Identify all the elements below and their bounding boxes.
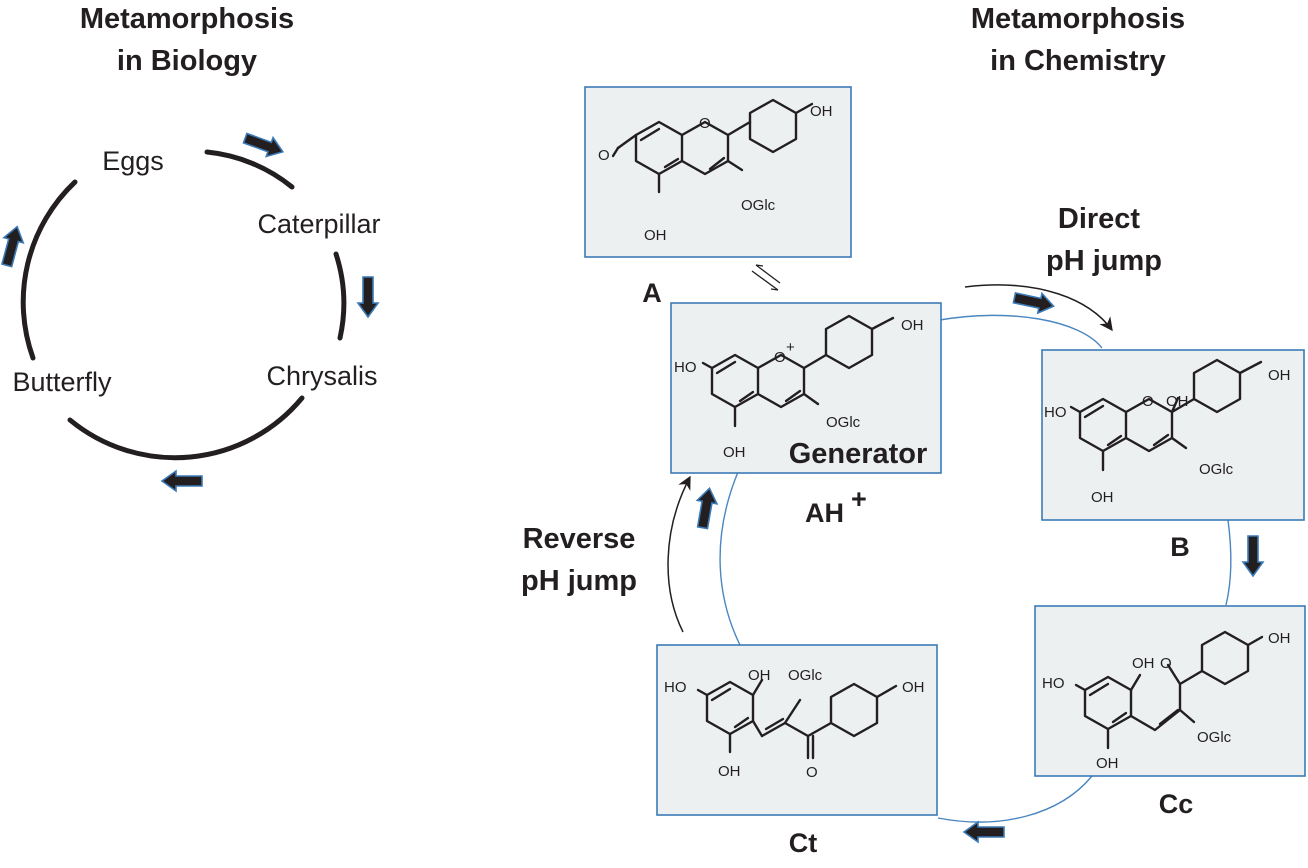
label-ah: AH xyxy=(805,498,844,528)
reverse-ph-jump-line1: Reverse xyxy=(523,523,636,555)
cc-atom-oh-mid: OH xyxy=(1132,655,1155,672)
a-atom-o: O xyxy=(598,147,610,164)
label-b: B xyxy=(1170,532,1190,562)
b-atom-ring-o: O xyxy=(1142,393,1154,410)
bio-arrow-4 xyxy=(0,223,28,269)
label-ah-superscript: + xyxy=(851,484,867,514)
chem-arrow-cc-to-ct xyxy=(963,821,1005,843)
a-atom-oh-bottom: OH xyxy=(644,227,667,244)
cc-atom-oh-bottom: OH xyxy=(1096,755,1119,772)
ct-atom-oh-bottom: OH xyxy=(718,763,741,780)
structure-ct xyxy=(696,678,898,760)
chemistry-title-line2: in Chemistry xyxy=(990,45,1166,77)
ct-atom-oh-right: OH xyxy=(902,679,925,696)
cycle-left xyxy=(719,471,741,646)
ah-atom-o-plus: O xyxy=(774,349,786,366)
stage-chrysalis: Chrysalis xyxy=(266,361,377,391)
b-atom-oglc: OGlc xyxy=(1199,461,1234,478)
reverse-ph-jump-arrow xyxy=(667,475,691,633)
ct-atom-ho: HO xyxy=(664,679,687,696)
arc-butterfly-to-eggs xyxy=(20,179,78,361)
stage-butterfly: Butterfly xyxy=(12,367,112,397)
a-atom-oglc: OGlc xyxy=(741,197,776,214)
structure-cc xyxy=(1074,630,1264,750)
bio-arrow-2 xyxy=(357,276,379,318)
direct-ph-jump-arrow xyxy=(964,284,1113,332)
a-atom-oh-top: OH xyxy=(810,103,833,120)
chem-arrow-ct-to-ah xyxy=(691,485,721,531)
biology-cycle: Eggs Caterpillar Chrysalis Butterfly xyxy=(0,127,381,492)
species-ct-box: HO OH OGlc OH OH O xyxy=(656,644,938,816)
ct-atom-oglc: OGlc xyxy=(788,667,823,684)
reverse-ph-jump-line2: pH jump xyxy=(521,565,637,597)
biology-title-line1: Metamorphosis xyxy=(80,3,294,35)
species-ah-box: HO O + OH OGlc OH Generator xyxy=(670,302,942,474)
species-b-box: HO O OH OH OGlc OH xyxy=(1041,349,1305,521)
ah-atom-ho: HO xyxy=(674,359,697,376)
chemistry-title: Metamorphosis in Chemistry xyxy=(971,3,1185,77)
chemistry-cycle: Direct pH jump Reverse pH jump xyxy=(521,86,1306,858)
species-a-box: O O OH OGlc OH xyxy=(584,86,852,258)
ah-atom-plus: + xyxy=(786,339,795,356)
chem-arrow-ah-to-b xyxy=(1011,287,1057,317)
ah-atom-oh-bottom: OH xyxy=(723,444,746,461)
chem-arrow-b-to-cc xyxy=(1242,535,1264,577)
label-ah-plus: AH + xyxy=(805,484,867,528)
label-ct: Ct xyxy=(789,828,818,858)
arc-chrysalis-to-butterfly xyxy=(67,395,305,461)
ah-atom-oh-top: OH xyxy=(901,317,924,334)
stage-caterpillar: Caterpillar xyxy=(257,209,380,239)
structure-ah xyxy=(701,314,895,428)
bio-arrow-3 xyxy=(161,470,203,492)
arc-eggs-to-caterpillar xyxy=(204,149,295,190)
biology-title-line2: in Biology xyxy=(117,45,257,77)
biology-title: Metamorphosis in Biology xyxy=(80,3,294,77)
b-atom-oh-top: OH xyxy=(1268,367,1291,384)
label-a: A xyxy=(642,278,662,308)
ct-atom-o: O xyxy=(806,764,818,781)
chemistry-title-line1: Metamorphosis xyxy=(971,3,1185,35)
b-atom-oh-mid: OH xyxy=(1166,393,1189,410)
ah-atom-oglc: OGlc xyxy=(826,414,861,431)
direct-ph-jump-line2: pH jump xyxy=(1046,245,1162,277)
structure-b xyxy=(1069,358,1263,472)
a-atom-ring-o: O xyxy=(699,115,711,132)
structure-a xyxy=(611,98,814,194)
cc-atom-o: O xyxy=(1160,655,1172,672)
arc-caterpillar-to-chrysalis xyxy=(333,251,347,341)
bio-arrow-1 xyxy=(240,127,288,163)
cc-atom-oglc: OGlc xyxy=(1197,729,1232,746)
cycle-right xyxy=(1225,519,1232,606)
b-atom-ho: HO xyxy=(1044,404,1067,421)
label-cc: Cc xyxy=(1159,789,1194,819)
equilibrium-arrows xyxy=(751,264,781,291)
cc-atom-ho: HO xyxy=(1042,675,1065,692)
ct-atom-oh-top: OH xyxy=(748,667,771,684)
cycle-top-right xyxy=(939,314,1103,349)
species-cc-box: HO OH O OH OGlc OH xyxy=(1034,605,1306,777)
b-atom-oh-bottom: OH xyxy=(1091,489,1114,506)
stage-eggs: Eggs xyxy=(102,146,164,176)
direct-ph-jump-line1: Direct xyxy=(1058,203,1141,235)
cycle-bottom xyxy=(937,775,1093,823)
generator-label: Generator xyxy=(789,438,928,470)
cc-atom-oh-top: OH xyxy=(1268,630,1291,647)
